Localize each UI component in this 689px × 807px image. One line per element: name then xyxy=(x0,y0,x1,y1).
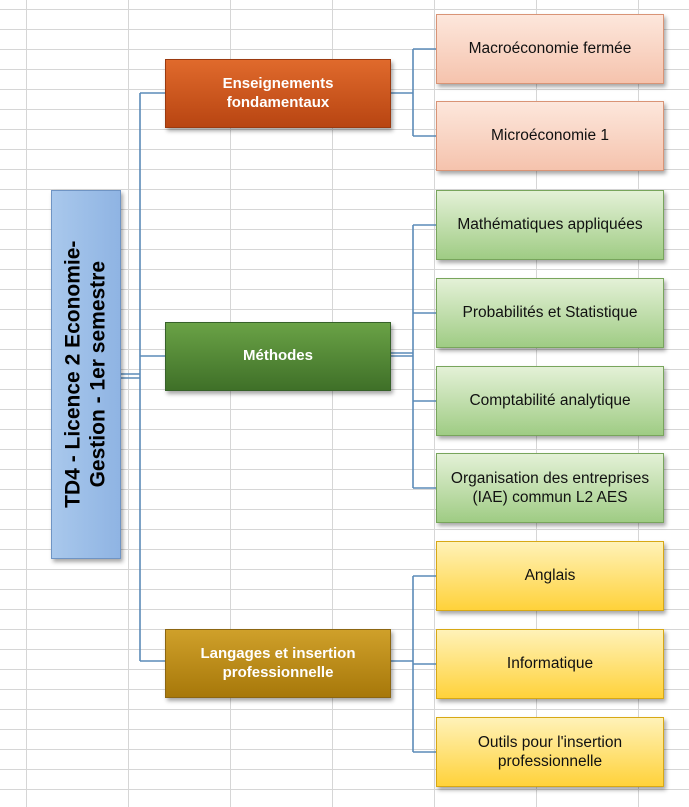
root-label-line-2: Gestion - 1er semestre xyxy=(87,261,110,488)
leaf-organisation: Organisation des entreprises (IAE) commu… xyxy=(436,453,664,523)
connector-cat-1 xyxy=(391,48,436,137)
connector-root xyxy=(121,92,165,662)
leaf-anglais: Anglais xyxy=(436,541,664,611)
root-label: TD4 - Licence 2 Economie- Gestion - 1er … xyxy=(61,241,111,508)
category-methodes: Méthodes xyxy=(165,322,391,391)
root-label-line-1: TD4 - Licence 2 Economie- xyxy=(61,240,85,509)
connector-cat-2 xyxy=(391,224,436,489)
category-enseignements-fondamentaux: Enseignements fondamentaux xyxy=(165,59,391,128)
leaf-mathematiques: Mathématiques appliquées xyxy=(436,190,664,260)
leaf-microeconomie: Microéconomie 1 xyxy=(436,101,664,171)
category-langages-insertion: Langages et insertion professionnelle xyxy=(165,629,391,698)
leaf-probabilites: Probabilités et Statistique xyxy=(436,278,664,348)
leaf-informatique: Informatique xyxy=(436,629,664,699)
root-node: TD4 - Licence 2 Economie- Gestion - 1er … xyxy=(51,190,121,559)
connector-cat-3 xyxy=(391,575,436,753)
leaf-macroeconomie: Macroéconomie fermée xyxy=(436,14,664,84)
leaf-comptabilite: Comptabilité analytique xyxy=(436,366,664,436)
leaf-outils-insertion: Outils pour l'insertion professionnelle xyxy=(436,717,664,787)
